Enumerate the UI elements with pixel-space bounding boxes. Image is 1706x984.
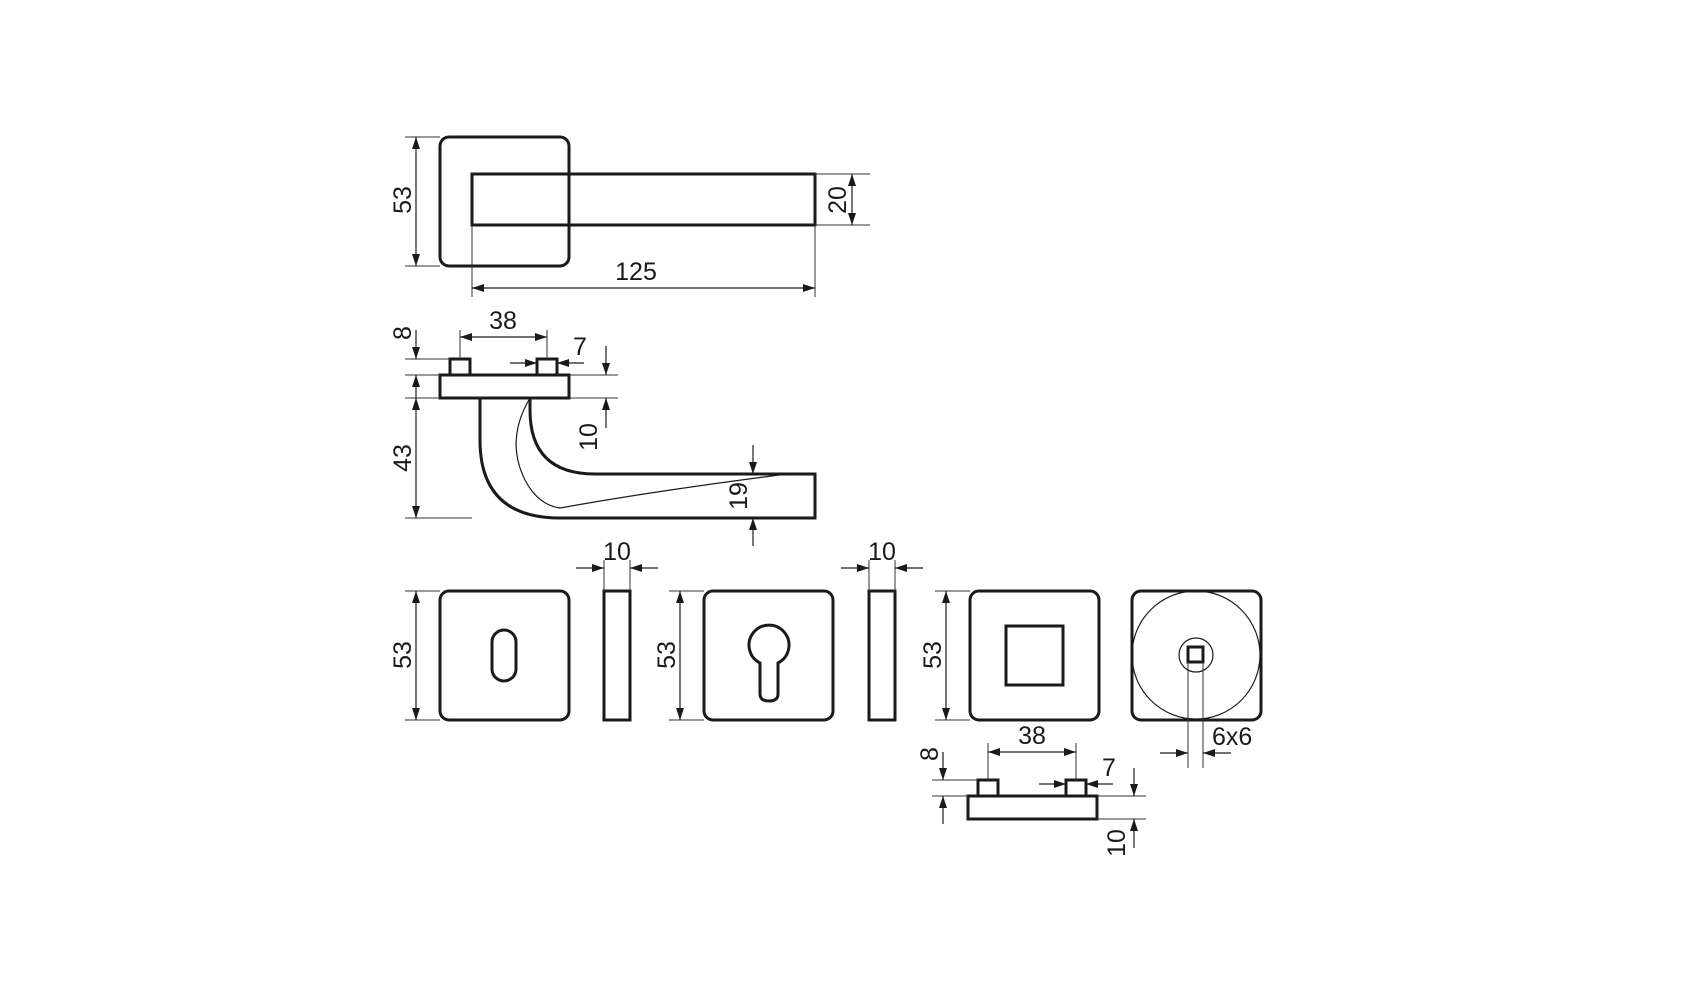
keyhole-slot (490, 628, 518, 683)
stud-right (535, 357, 559, 377)
rose-cylinder: 53 10 (653, 538, 923, 722)
spindle-square (1186, 645, 1205, 664)
dim-top-grip-label: 20 (824, 186, 852, 214)
rose-keyhole: 53 10 (389, 538, 658, 722)
dim-side-spacing-label: 38 (489, 307, 517, 335)
rose-plate-side (966, 794, 1099, 821)
dim-side-grip-label: 19 (725, 482, 753, 510)
dim-bottom-stud-upper-label: 8 (916, 747, 944, 761)
square-opening (1004, 624, 1065, 687)
dim-key-height-label: 53 (389, 641, 417, 669)
stud-left (976, 778, 1000, 798)
rose-bathroom: 53 (919, 589, 1101, 722)
rose-square (438, 589, 571, 722)
dim-key-thickness-label: 10 (603, 538, 631, 566)
dim-bottom-spacing-label: 38 (1018, 722, 1046, 750)
stud-right (1064, 778, 1088, 798)
dim-bottom-rose-thickness-label: 10 (1103, 829, 1131, 857)
rose-square-top (438, 135, 571, 268)
rose-turn: 6x6 (1130, 589, 1263, 768)
handle-side-view: 38 8 7 10 43 19 (389, 307, 817, 546)
dim-side-height-label: 43 (389, 444, 417, 472)
dim-bottom-stud-width-label: 7 (1102, 754, 1116, 782)
stud-left (448, 357, 472, 377)
handle-top-view: 53 20 125 (389, 135, 870, 297)
rose-side-view-bottom: 38 8 7 10 (916, 722, 1146, 857)
lever-bar-top (470, 172, 817, 227)
dim-cyl-thickness-label: 10 (868, 538, 896, 566)
dim-spindle-label: 6x6 (1212, 723, 1252, 751)
turn-circle (1131, 590, 1261, 720)
dim-side-stud-upper-label: 8 (389, 326, 417, 340)
lever-bevel-line (515, 397, 796, 509)
rose-square (968, 589, 1101, 722)
cylinder-cutout (747, 623, 791, 703)
dim-side-stud-width-label: 7 (573, 333, 587, 361)
dim-cyl-height-label: 53 (653, 641, 681, 669)
rose-square (702, 589, 835, 722)
rose-plate-side (438, 373, 571, 400)
lever-body-side (478, 398, 817, 520)
dim-top-height-label: 53 (389, 186, 417, 214)
rose-profile (602, 589, 632, 722)
rose-profile (867, 589, 897, 722)
dim-side-rose-thickness-label: 10 (575, 423, 603, 451)
dim-top-length-label: 125 (615, 258, 657, 286)
spindle-ring (1178, 637, 1214, 673)
dim-bath-height-label: 53 (919, 641, 947, 669)
